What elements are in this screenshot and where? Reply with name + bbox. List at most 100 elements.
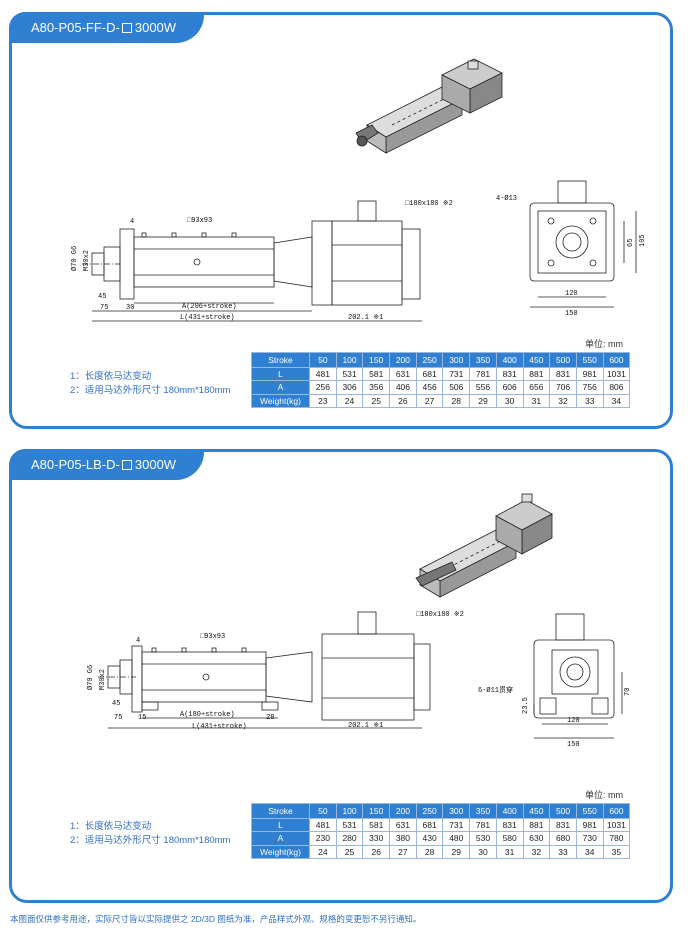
dim-end-70: 70 bbox=[624, 688, 632, 696]
product-panel-lb: A80-P05-LB-D- 3000W bbox=[9, 449, 673, 903]
table-row: A 230 280 330 380 430 480 530 580 630 68… bbox=[251, 831, 631, 846]
table-header-cell: 550 bbox=[575, 803, 604, 819]
table-cell: 481 bbox=[309, 366, 337, 382]
table-header-cell: 150 bbox=[362, 803, 391, 819]
technical-drawing: Ø70 G6 M30x2 45 75 15 28 4 □93x93 A(180+… bbox=[86, 493, 632, 749]
table-header-cell: 600 bbox=[602, 352, 631, 368]
square-symbol-icon bbox=[121, 23, 132, 33]
product-panel-ff: A80-P05-FF-D- 3000W bbox=[9, 12, 673, 429]
dim-30: 30 bbox=[126, 304, 134, 312]
technical-drawing: Ø70 G6 M30x2 45 75 30 4 □93x93 A(206+str… bbox=[70, 58, 647, 322]
table-cell: 706 bbox=[549, 380, 577, 395]
table-cell: 731 bbox=[442, 366, 471, 382]
dim-motor-length: 202.1 ※1 bbox=[348, 314, 383, 322]
section-title-suffix: 3000W bbox=[134, 20, 177, 35]
table-cell: 881 bbox=[522, 366, 551, 382]
table-cell: 630 bbox=[522, 831, 551, 846]
dim-body-square: □93x93 bbox=[187, 217, 212, 225]
isometric-view bbox=[355, 58, 503, 154]
table-header-cell: 300 bbox=[442, 352, 471, 368]
table-cell: 581 bbox=[362, 366, 391, 382]
table-cell: 481 bbox=[309, 817, 337, 833]
dim-15: 15 bbox=[138, 714, 146, 722]
table-cell: 580 bbox=[495, 831, 524, 846]
table-cell: 29 bbox=[442, 844, 471, 859]
section-title-prefix: A80-P05-LB-D- bbox=[31, 457, 120, 472]
table-cell: 230 bbox=[309, 831, 337, 846]
end-view bbox=[533, 613, 623, 739]
table-header-cell: 350 bbox=[469, 352, 497, 368]
section-title-tab: A80-P05-FF-D- 3000W bbox=[9, 12, 205, 43]
table-header-cell: 450 bbox=[522, 352, 551, 368]
table-cell: 26 bbox=[362, 844, 391, 859]
table-cell: 31 bbox=[495, 844, 524, 859]
table-cell: 531 bbox=[335, 817, 364, 833]
table-cell: 330 bbox=[362, 831, 391, 846]
footer-disclaimer: 本图面仅供参考用途，实际尺寸皆以实际提供之 2D/3D 图纸为准，产品样式外观、… bbox=[10, 914, 422, 924]
row-label: A bbox=[251, 831, 310, 846]
table-cell: 406 bbox=[389, 380, 417, 395]
table-cell: 631 bbox=[389, 366, 417, 382]
table-row: A 256 306 356 406 456 506 556 606 656 70… bbox=[251, 380, 631, 395]
spec-table: Stroke 50 100 150 200 250 300 350 400 45… bbox=[251, 803, 631, 859]
table-cell: 831 bbox=[549, 366, 577, 382]
note-1: 1：长度依马达变动 bbox=[70, 371, 152, 382]
dim-motor-square: □180x180 ※2 bbox=[416, 611, 464, 619]
dim-motor-square: □180x180 ※2 bbox=[405, 200, 453, 208]
table-cell: 280 bbox=[335, 831, 364, 846]
dim-75: 75 bbox=[100, 304, 108, 312]
notes: 1：长度依马达变动 2：适用马达外形尺寸 180mm*180mm bbox=[70, 370, 230, 398]
unit-label: 单位: mm bbox=[585, 790, 623, 800]
table-cell: 480 bbox=[442, 831, 471, 846]
table-cell: 631 bbox=[389, 817, 417, 833]
table-header-cell: 500 bbox=[549, 803, 577, 819]
section-title-suffix: 3000W bbox=[134, 457, 177, 472]
table-cell: 34 bbox=[575, 844, 604, 859]
table-cell: 1031 bbox=[602, 817, 631, 833]
table-header-cell: 300 bbox=[442, 803, 471, 819]
dim-holes: 6-Ø11贯穿 bbox=[478, 685, 513, 695]
row-label: L bbox=[251, 366, 310, 382]
table-cell: 456 bbox=[415, 380, 444, 395]
dim-28: 28 bbox=[266, 714, 274, 722]
dim-end-150: 150 bbox=[567, 741, 580, 749]
note-1: 1：长度依马达变动 bbox=[70, 821, 152, 832]
table-cell: 506 bbox=[442, 380, 471, 395]
dim-l-length: L(431+stroke) bbox=[180, 314, 235, 322]
row-label: Weight(kg) bbox=[251, 844, 310, 859]
table-header-cell: Stroke bbox=[251, 352, 310, 368]
dim-end-120: 120 bbox=[565, 290, 578, 298]
table-cell: 30 bbox=[495, 393, 524, 408]
dim-45: 45 bbox=[112, 700, 120, 708]
table-row: Weight(kg) 23 24 25 26 27 28 29 30 31 32… bbox=[251, 393, 631, 408]
table-cell: 30 bbox=[469, 844, 497, 859]
table-cell: 26 bbox=[389, 393, 417, 408]
dim-end-23-5: 23.5 bbox=[522, 697, 530, 714]
dim-dia70: Ø70 G6 bbox=[86, 665, 95, 690]
table-cell: 24 bbox=[335, 393, 364, 408]
dim-a-length: A(206+stroke) bbox=[182, 303, 237, 311]
table-cell: 306 bbox=[335, 380, 364, 395]
table-cell: 781 bbox=[469, 817, 497, 833]
table-cell: 27 bbox=[415, 393, 444, 408]
table-header-cell: 600 bbox=[602, 803, 631, 819]
unit-label: 单位: mm bbox=[585, 339, 623, 349]
table-header-cell: 100 bbox=[335, 803, 364, 819]
dim-m30: M30x2 bbox=[83, 250, 91, 271]
table-cell: 806 bbox=[602, 380, 631, 395]
table-cell: 25 bbox=[362, 393, 391, 408]
dim-dia70: Ø70 G6 bbox=[70, 246, 79, 271]
table-cell: 32 bbox=[549, 393, 577, 408]
section-title-tab: A80-P05-LB-D- 3000W bbox=[9, 449, 205, 480]
table-cell: 28 bbox=[442, 393, 471, 408]
note-2: 2：适用马达外形尺寸 180mm*180mm bbox=[70, 385, 231, 396]
table-cell: 23 bbox=[309, 393, 337, 408]
table-cell: 33 bbox=[575, 393, 604, 408]
table-header-cell: 150 bbox=[362, 352, 391, 368]
table-cell: 380 bbox=[389, 831, 417, 846]
table-cell: 1031 bbox=[602, 366, 631, 382]
square-symbol-icon bbox=[121, 460, 132, 470]
dim-motor-length: 202.1 ※1 bbox=[348, 722, 383, 730]
table-cell: 681 bbox=[415, 366, 444, 382]
section-title-prefix: A80-P05-FF-D- bbox=[31, 20, 120, 35]
